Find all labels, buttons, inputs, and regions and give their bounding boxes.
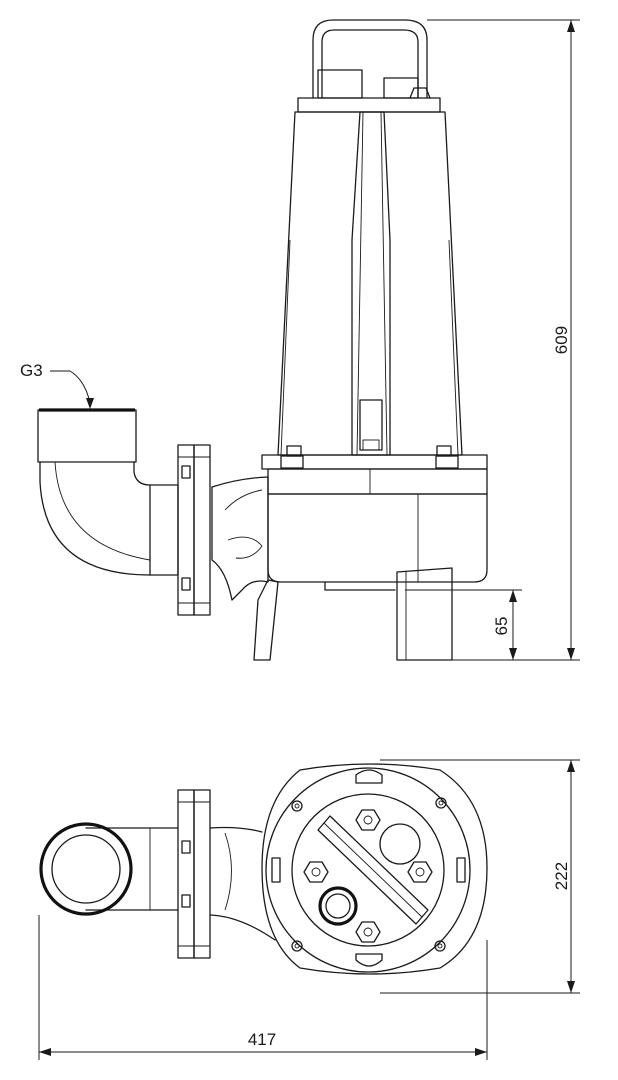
depth-dimension: 222 [380, 759, 580, 994]
outlet-flange-top [177, 789, 211, 959]
pump-housing-top [261, 763, 488, 975]
height-value: 609 [552, 326, 571, 354]
foot-height-value: 65 [492, 617, 511, 636]
lifting-handle [312, 19, 431, 99]
pump-casing [261, 454, 488, 591]
outlet-elbow-top [39, 822, 179, 916]
depth-value: 222 [552, 862, 571, 890]
length-dimension: 417 [38, 915, 488, 1060]
foot-height-dimension: 65 [405, 589, 522, 660]
outlet-flange [177, 444, 211, 616]
pump-top-view [39, 763, 488, 975]
motor-housing [277, 97, 463, 457]
outlet-elbow [37, 408, 179, 576]
length-value: 417 [248, 1030, 276, 1049]
thread-callout: G3 [20, 361, 94, 409]
hex-bolts [303, 809, 433, 943]
housing-bolts [291, 797, 447, 952]
height-dimension: 609 [427, 19, 580, 661]
pump-side-view [37, 19, 488, 661]
thread-label: G3 [20, 361, 43, 380]
discharge-transition [211, 476, 269, 601]
